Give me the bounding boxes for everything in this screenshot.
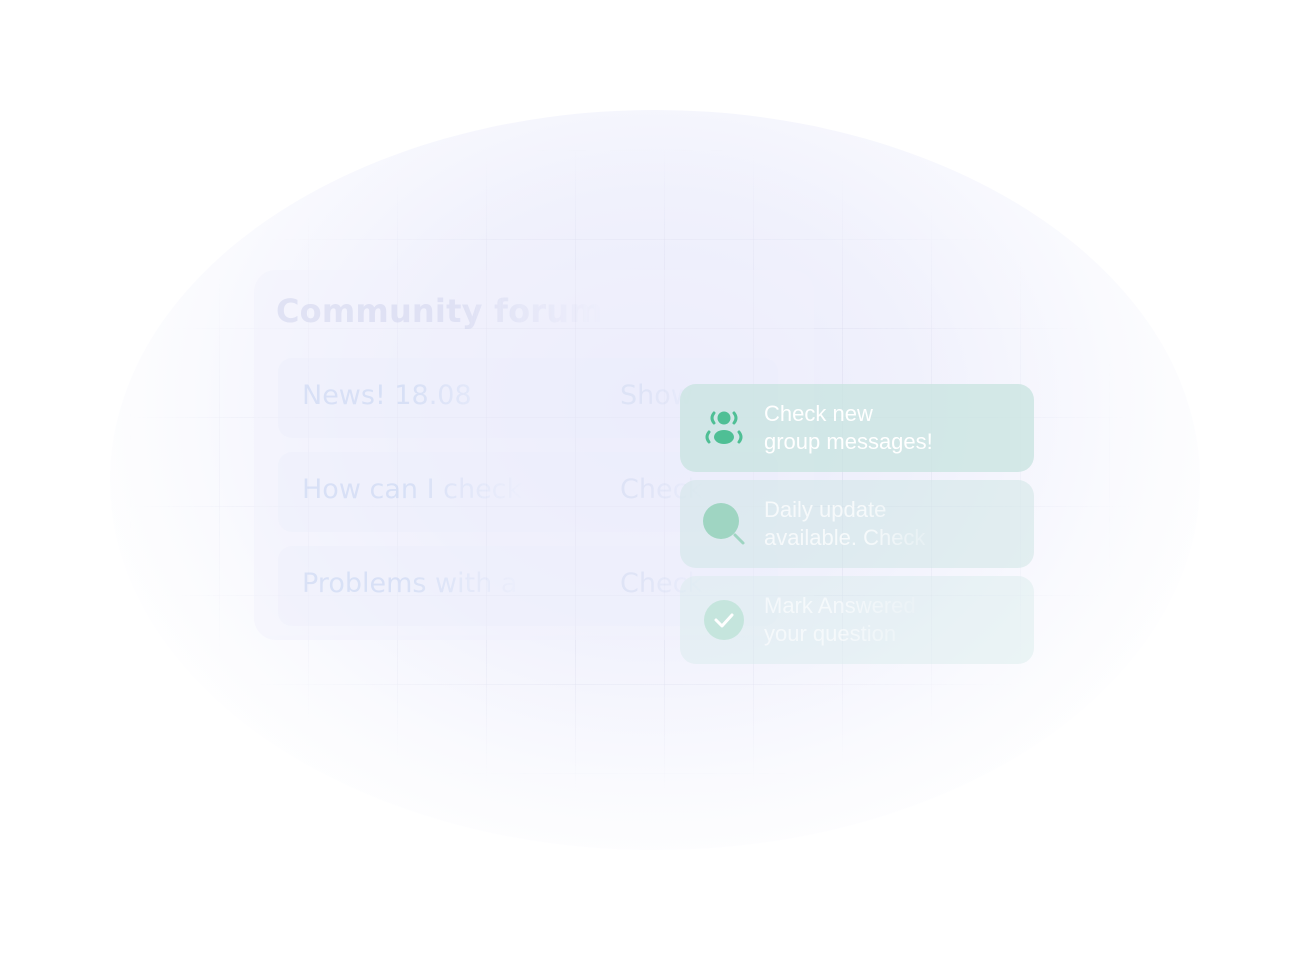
notification-text: Check new group messages! bbox=[764, 400, 1014, 456]
notification-line: Check new bbox=[764, 401, 873, 426]
forum-row-action[interactable]: Check bbox=[620, 568, 704, 599]
checkmark-icon bbox=[702, 598, 746, 642]
forum-title: Community forum bbox=[276, 292, 603, 330]
forum-row-topic: How can I check bbox=[302, 474, 523, 505]
notification-line: group messages! bbox=[764, 429, 933, 454]
forum-row-topic: News! 18.08 bbox=[302, 380, 472, 411]
group-icon bbox=[702, 406, 746, 450]
notification-line: Daily update bbox=[764, 497, 887, 522]
notification-line: your question bbox=[764, 621, 897, 646]
notification-text: Mark Answered your question bbox=[764, 592, 1014, 648]
notification-daily-update[interactable]: Daily update available. Check bbox=[680, 480, 1034, 568]
notification-text: Daily update available. Check bbox=[764, 496, 1014, 552]
notification-line: Mark Answered bbox=[764, 593, 916, 618]
notification-line: available. Check bbox=[764, 525, 926, 550]
notification-group-messages[interactable]: Check new group messages! bbox=[680, 384, 1034, 472]
search-icon bbox=[702, 502, 746, 546]
forum-row-topic: Problems with a bbox=[302, 568, 518, 599]
notification-mark-answered[interactable]: Mark Answered your question bbox=[680, 576, 1034, 664]
